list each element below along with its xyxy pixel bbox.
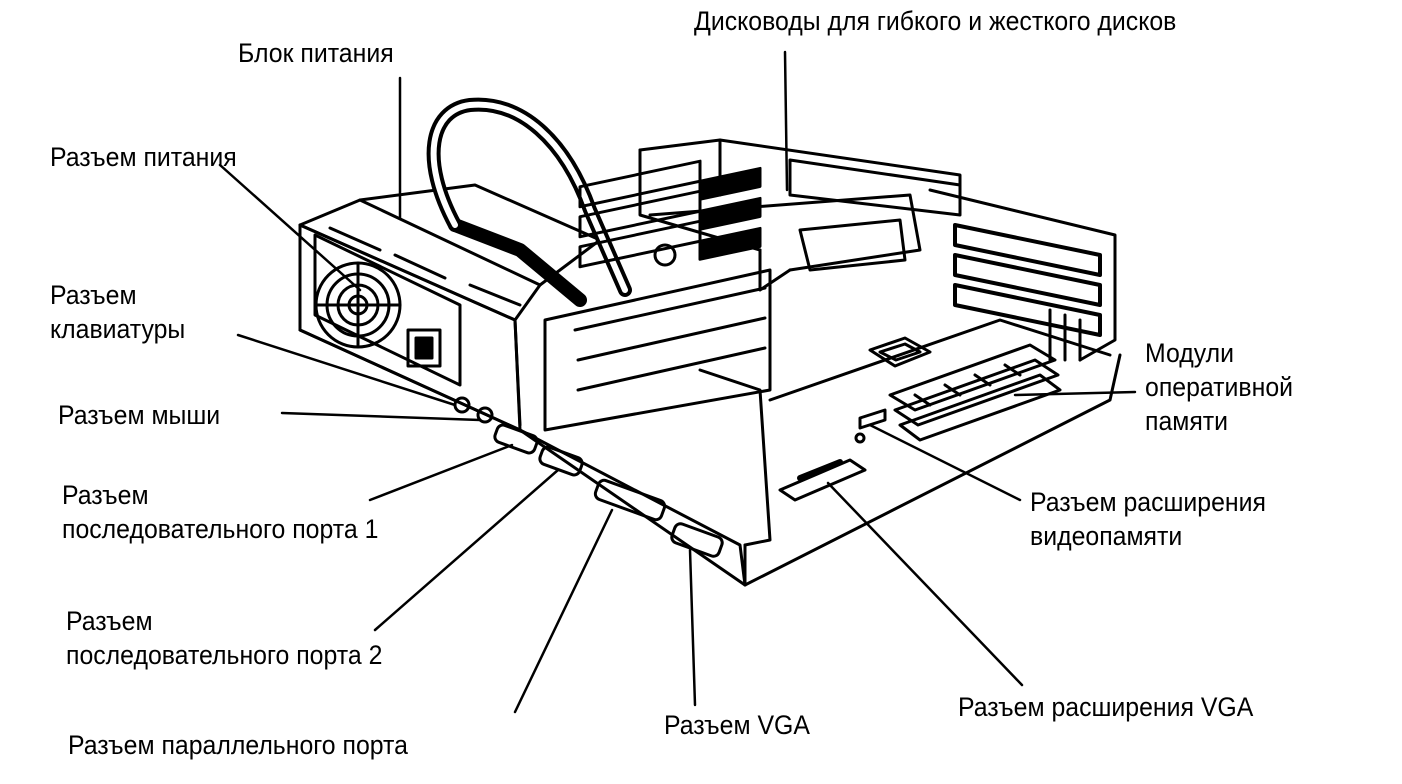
fan-grille-icon: [314, 261, 402, 349]
label-serial-port-1: Разъем последовательного порта 1: [62, 480, 379, 544]
leader-lines: [218, 50, 1137, 714]
leader-serial-2: [373, 468, 560, 632]
leader-memory-modules: [1013, 390, 1137, 397]
label-drives: Дисководы для гибкого и жесткого дисков: [694, 6, 1177, 36]
leader-vga-expansion: [826, 481, 1024, 687]
label-video-memory-expansion: Разъем расширения видеопамяти: [1030, 487, 1266, 551]
power-supply-unit: [298, 183, 602, 427]
expansion-slots: [543, 159, 772, 547]
label-serial-port-2: Разъем последовательного порта 2: [66, 606, 383, 670]
leader-video-memory: [868, 423, 1022, 502]
leader-parallel: [513, 508, 614, 714]
parallel-port-icon: [593, 478, 667, 522]
label-parallel-port: Разъем параллельного порта: [68, 730, 408, 760]
label-mouse-connector: Разъем мыши: [58, 400, 221, 430]
vga-expansion-slot-icon: [778, 458, 867, 502]
memory-modules-icon: [888, 343, 1062, 442]
video-memory-socket-icon: [858, 408, 887, 430]
power-socket-icon: [406, 328, 442, 368]
cpu-socket-icon: [868, 336, 932, 368]
label-memory-modules: Модули оперативной памяти: [1145, 338, 1294, 436]
label-vga-connector: Разъем VGA: [664, 710, 810, 740]
leader-power-connector: [218, 163, 362, 292]
serial-port-1-icon: [493, 423, 539, 455]
mouse-port-icon: [476, 406, 494, 424]
leader-keyboard: [236, 333, 457, 407]
label-power-connector: Разъем питания: [50, 142, 237, 172]
leader-mouse: [280, 411, 482, 422]
leader-drives: [783, 50, 789, 192]
label-keyboard-connector: Разъем клавиатуры: [50, 280, 186, 344]
label-vga-expansion: Разъем расширения VGA: [958, 692, 1254, 722]
motherboard-edge: [768, 318, 1112, 402]
label-power-supply: Блок питания: [238, 38, 394, 68]
vga-port-icon: [670, 522, 724, 558]
leader-serial-1: [368, 443, 514, 502]
ribbon-cable: [426, 97, 632, 307]
leader-vga: [688, 548, 697, 707]
